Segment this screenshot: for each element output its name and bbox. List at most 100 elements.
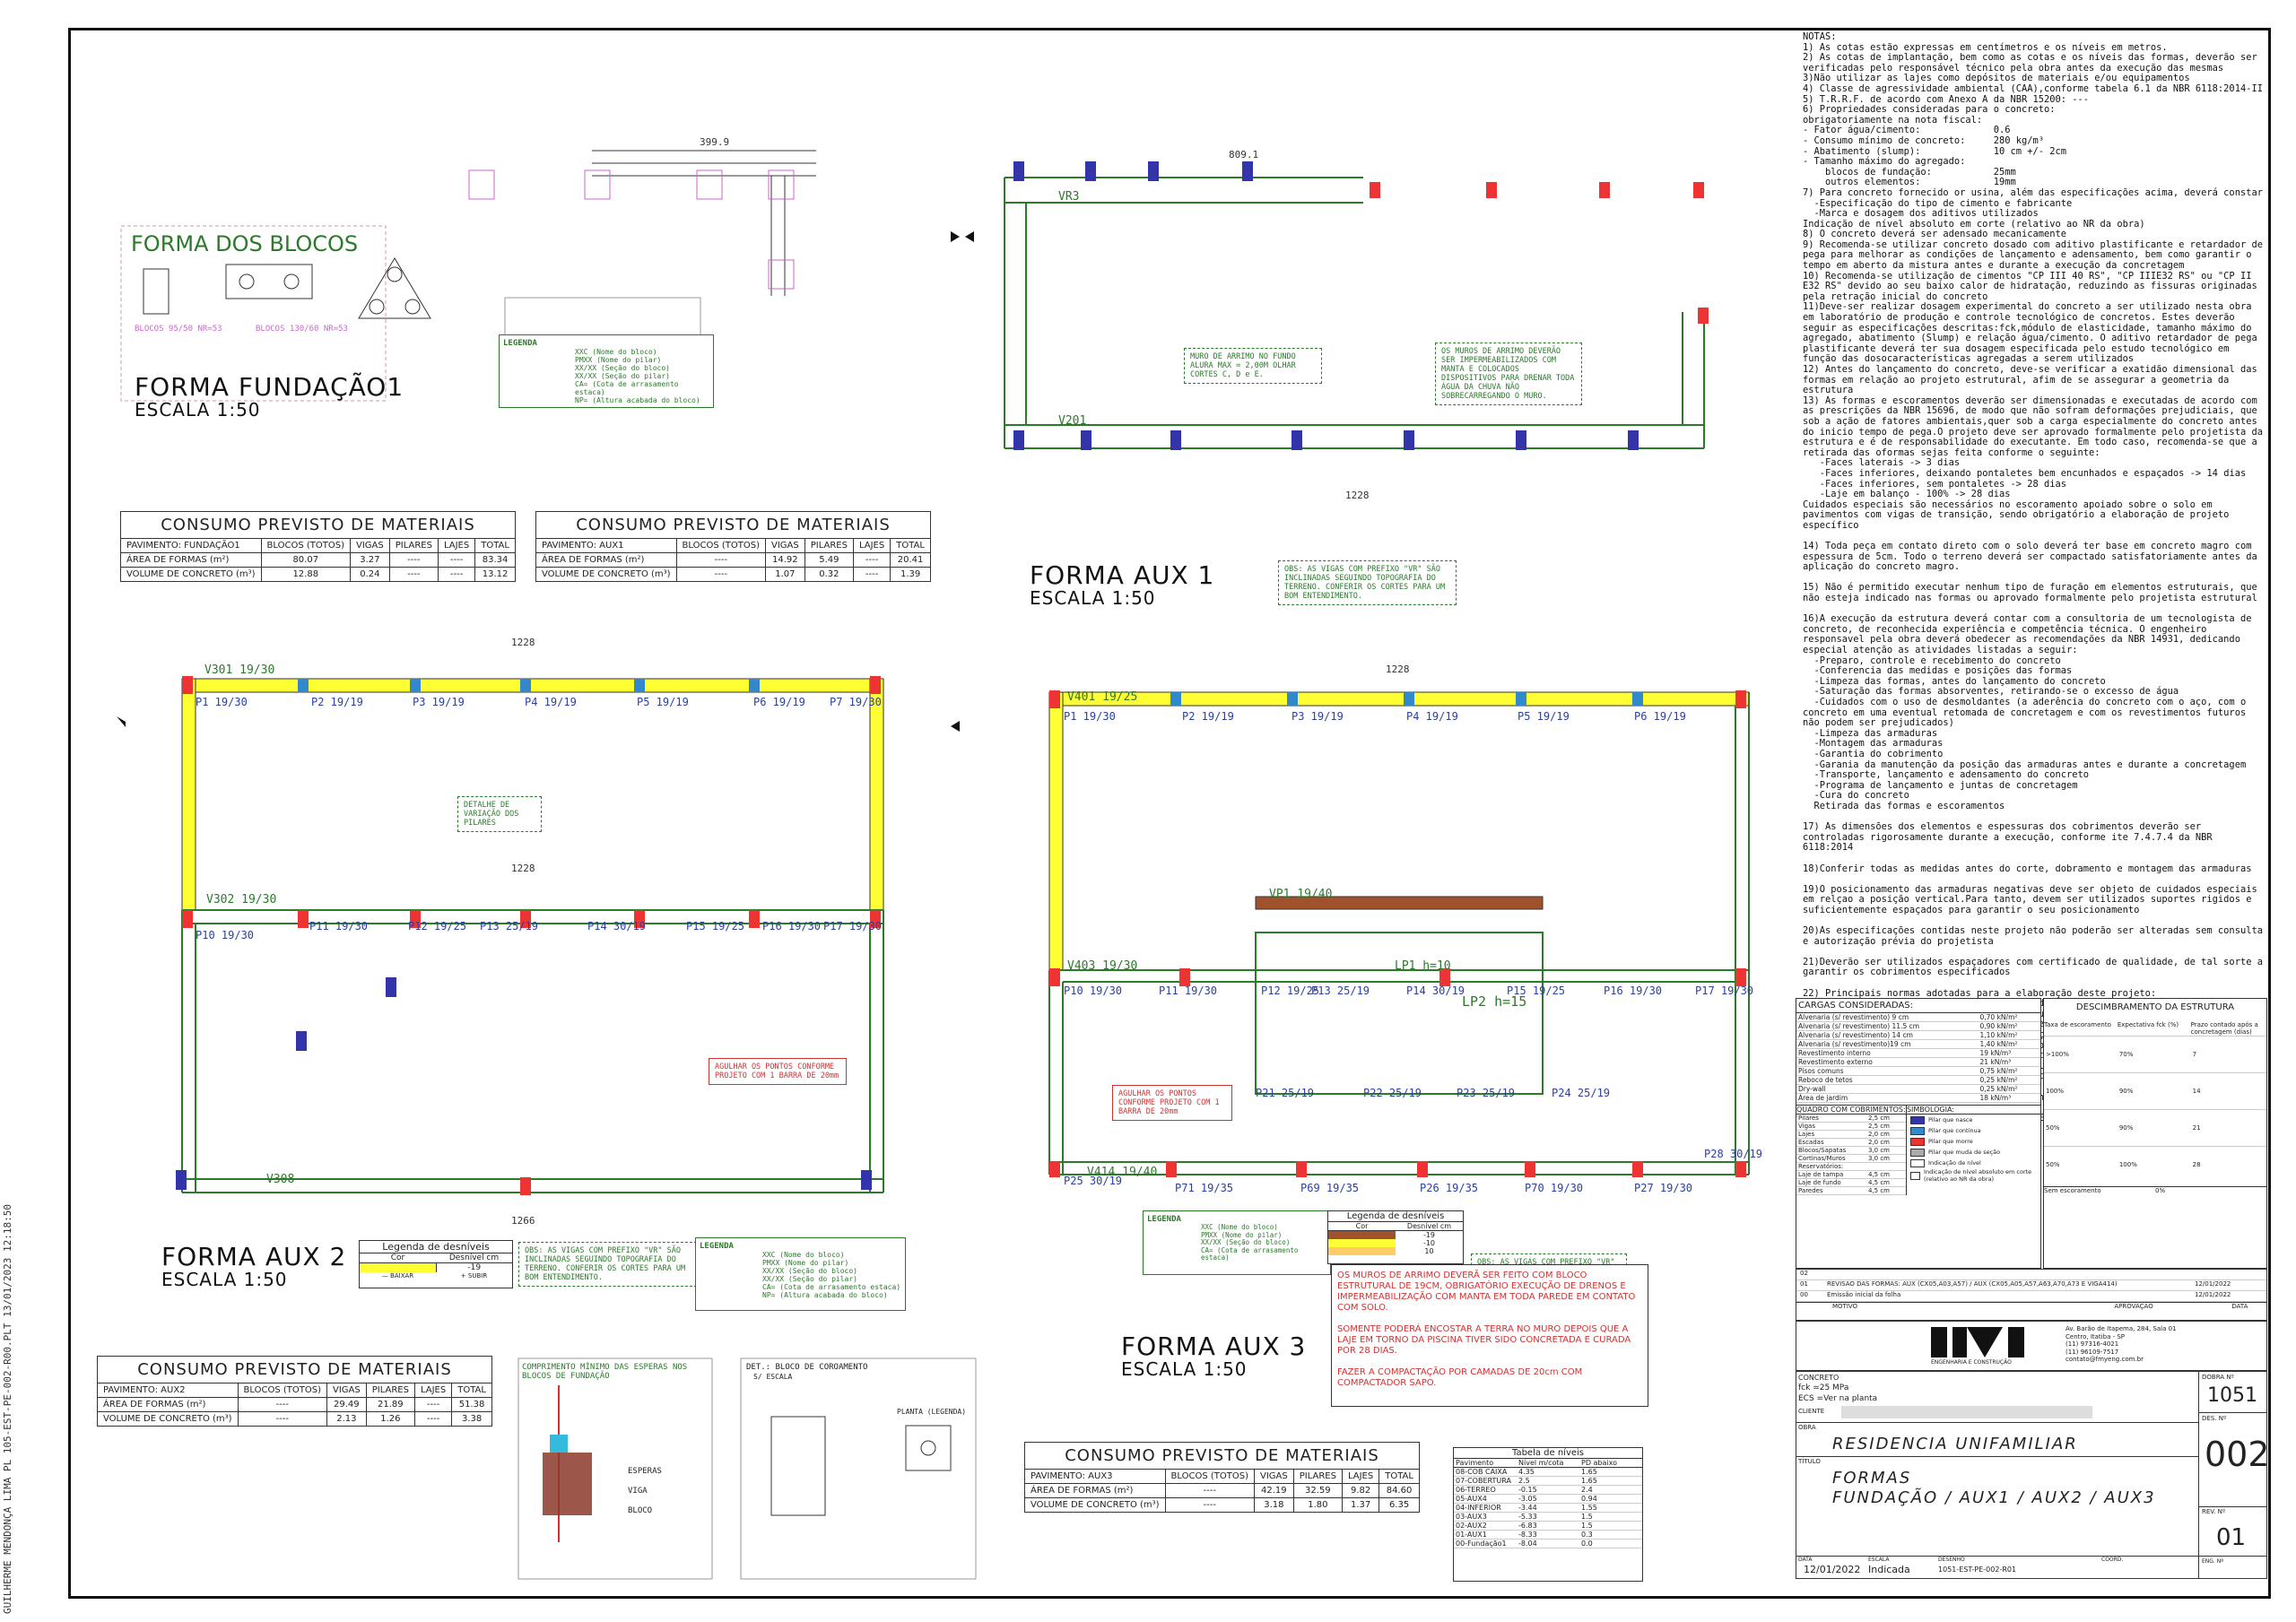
carga-value: 1,10 kN/m² [1979, 1031, 2018, 1039]
aux2-pillar: P14 30/19 [587, 920, 647, 932]
legenda-item: XXC (Nome do bloco) [1201, 1223, 1278, 1231]
desc-header: Taxa de escoramento [2044, 1021, 2111, 1028]
desniveis-value: 10 [1424, 1247, 1434, 1255]
desc-cell: 50% [2046, 1161, 2060, 1168]
data-label: DATA [1798, 1557, 1813, 1563]
niveis-cell: 1.65 [1581, 1477, 1597, 1485]
desenho-value: 1051-EST-PE-002-R01 [1938, 1566, 2017, 1574]
col-header: TOTAL [451, 1383, 492, 1398]
cell: ---- [237, 1411, 327, 1427]
niveis-title: Tabela de níveis [1454, 1448, 1642, 1459]
cobrimento-label: Paredes [1798, 1187, 1823, 1194]
aux1-muro-note: MURO DE ARRIMO NO FUNDO ALURA MAX = 2,00… [1184, 348, 1322, 384]
cell: ---- [1164, 1483, 1255, 1498]
col-header: VIGAS [764, 538, 805, 553]
cobrimento-label: Pilares [1798, 1115, 1819, 1122]
desc-foot: Sem escoramento [2044, 1187, 2101, 1194]
forma-aux2 [176, 676, 884, 1195]
cell: 20.41 [890, 552, 931, 568]
folha-value: 1051 [2207, 1384, 2257, 1407]
desc-cell: 14 [2192, 1088, 2201, 1095]
aux2-pillar: P12 19/25 [408, 920, 467, 932]
cargas-title: CARGAS CONSIDERADAS: [1796, 999, 2040, 1013]
desc-cell: 90% [2118, 1088, 2134, 1095]
niveis-cell: -8.33 [1518, 1531, 1537, 1539]
aux3-pillar: P6 19/19 [1634, 710, 1686, 723]
revisao-n: 02 [1800, 1270, 1808, 1277]
aux3-pillar: P12 19/25 [1261, 984, 1320, 997]
cell: 29.49 [326, 1397, 367, 1412]
col-header: TOTAL [474, 538, 516, 553]
col-header: LAJES [852, 538, 891, 553]
carga-label: Revestimento externo [1798, 1058, 1873, 1066]
aux2-pillar: P11 19/30 [309, 920, 369, 932]
aux3-pillar: P21 25/19 [1256, 1087, 1315, 1099]
niveis-cell: -3.44 [1518, 1504, 1537, 1512]
cobrimento-value: 4,5 cm [1867, 1187, 1890, 1194]
simbolo-icon [1909, 1126, 1925, 1135]
niveis-cell: -5.33 [1518, 1513, 1537, 1521]
rev-aprov-header: APROVAÇÃO [2114, 1303, 2153, 1310]
row-label: ÁREA DE FORMAS (m²) [1024, 1483, 1166, 1498]
notes-title: NOTAS: [1803, 31, 1837, 42]
desniveis-col-desnivel: Desnível cm [448, 1253, 500, 1262]
desc-header: Expectativa fck (%) [2117, 1021, 2179, 1028]
beam-label: V301 19/30 [204, 664, 275, 677]
legenda-title: LEGENDA [503, 339, 537, 348]
cell: 51.38 [451, 1397, 492, 1412]
desniveis-value: -19 [1422, 1231, 1436, 1239]
fck: fck =25 MPa [1798, 1383, 1849, 1392]
blocos-label-2: BLOCOS 130/60 NR=53 [256, 325, 348, 334]
aux3-pillar: P5 19/19 [1518, 710, 1570, 723]
desc-foot-pct: 0% [2155, 1187, 2166, 1194]
carga-value: 19 kN/m³ [1979, 1049, 2012, 1057]
consumo-aux3: CONSUMO PREVISTO DE MATERIAIS PAVIMENTO:… [1024, 1442, 1420, 1513]
general-notes: NOTAS: 1) As cotas estão expressas em ce… [1803, 31, 2265, 1134]
aux2-pillar: P4 19/19 [525, 696, 577, 708]
legenda-item: PMXX (Nome do pilar) [1201, 1230, 1283, 1239]
niveis-cell: 07-COBERTURA [1456, 1477, 1511, 1485]
pav-value: AUX2 [161, 1385, 186, 1395]
simbolo-row: Pilar que morre [1907, 1136, 2040, 1147]
simbolo-icon [1909, 1137, 1925, 1146]
desc-cell: 100% [2118, 1161, 2137, 1168]
des-value: 002 [2205, 1435, 2270, 1474]
desc-cell: 70% [2118, 1051, 2134, 1058]
col-header: PILARES [1292, 1469, 1343, 1484]
simbolo-label: Pilar que continua [1927, 1127, 1981, 1134]
rev-motivo-header: MOTIVO [1832, 1303, 1858, 1310]
aux3-pillar: P11 19/30 [1159, 984, 1218, 997]
carga-label: Alvenaria (s/ revestimento)19 cm [1798, 1040, 1911, 1048]
legenda-item: XX/XX (Seção do bloco) [575, 364, 670, 372]
cobrimento-label: Reservatórios: [1798, 1163, 1844, 1170]
aux3-pillar: P2 19/19 [1182, 710, 1234, 723]
cell: ---- [388, 567, 439, 582]
cobrimento-value: 4,5 cm [1867, 1179, 1890, 1186]
cobrimento-label: Cortinas/Muros [1798, 1155, 1846, 1162]
beam-label: V403 19/30 [1067, 959, 1138, 973]
niveis-cell: 1.65 [1581, 1468, 1597, 1476]
empresa-panel: ENGENHARIA E CONSTRUÇÃO Av. Barão de Ita… [1796, 1321, 2267, 1371]
esperas-title: COMPRIMENTO MÍNIMO DAS ESPERAS NOS BLOCO… [522, 1363, 688, 1381]
simbolo-row: Indicação de nível absoluto em corte (re… [1907, 1168, 2040, 1183]
concreto-label: CONCRETO [1798, 1374, 1839, 1382]
pav-label: PAVIMENTO: [1031, 1471, 1085, 1481]
aux3-top-dim: 1228 [1386, 664, 1410, 675]
beam-label: V302 19/30 [206, 893, 277, 906]
beam-label: V414 19/40 [1087, 1166, 1158, 1179]
company-logo [1931, 1327, 2024, 1357]
aux3-pillar: P1 19/30 [1064, 710, 1116, 723]
legenda-item: PMXX (Nome do pilar) [762, 1259, 849, 1267]
simbolo-row: Indicação de nível [1907, 1158, 2040, 1168]
carga-label: Pisos comuns [1798, 1067, 1844, 1075]
eng-label: ENG. Nº [2202, 1558, 2224, 1565]
